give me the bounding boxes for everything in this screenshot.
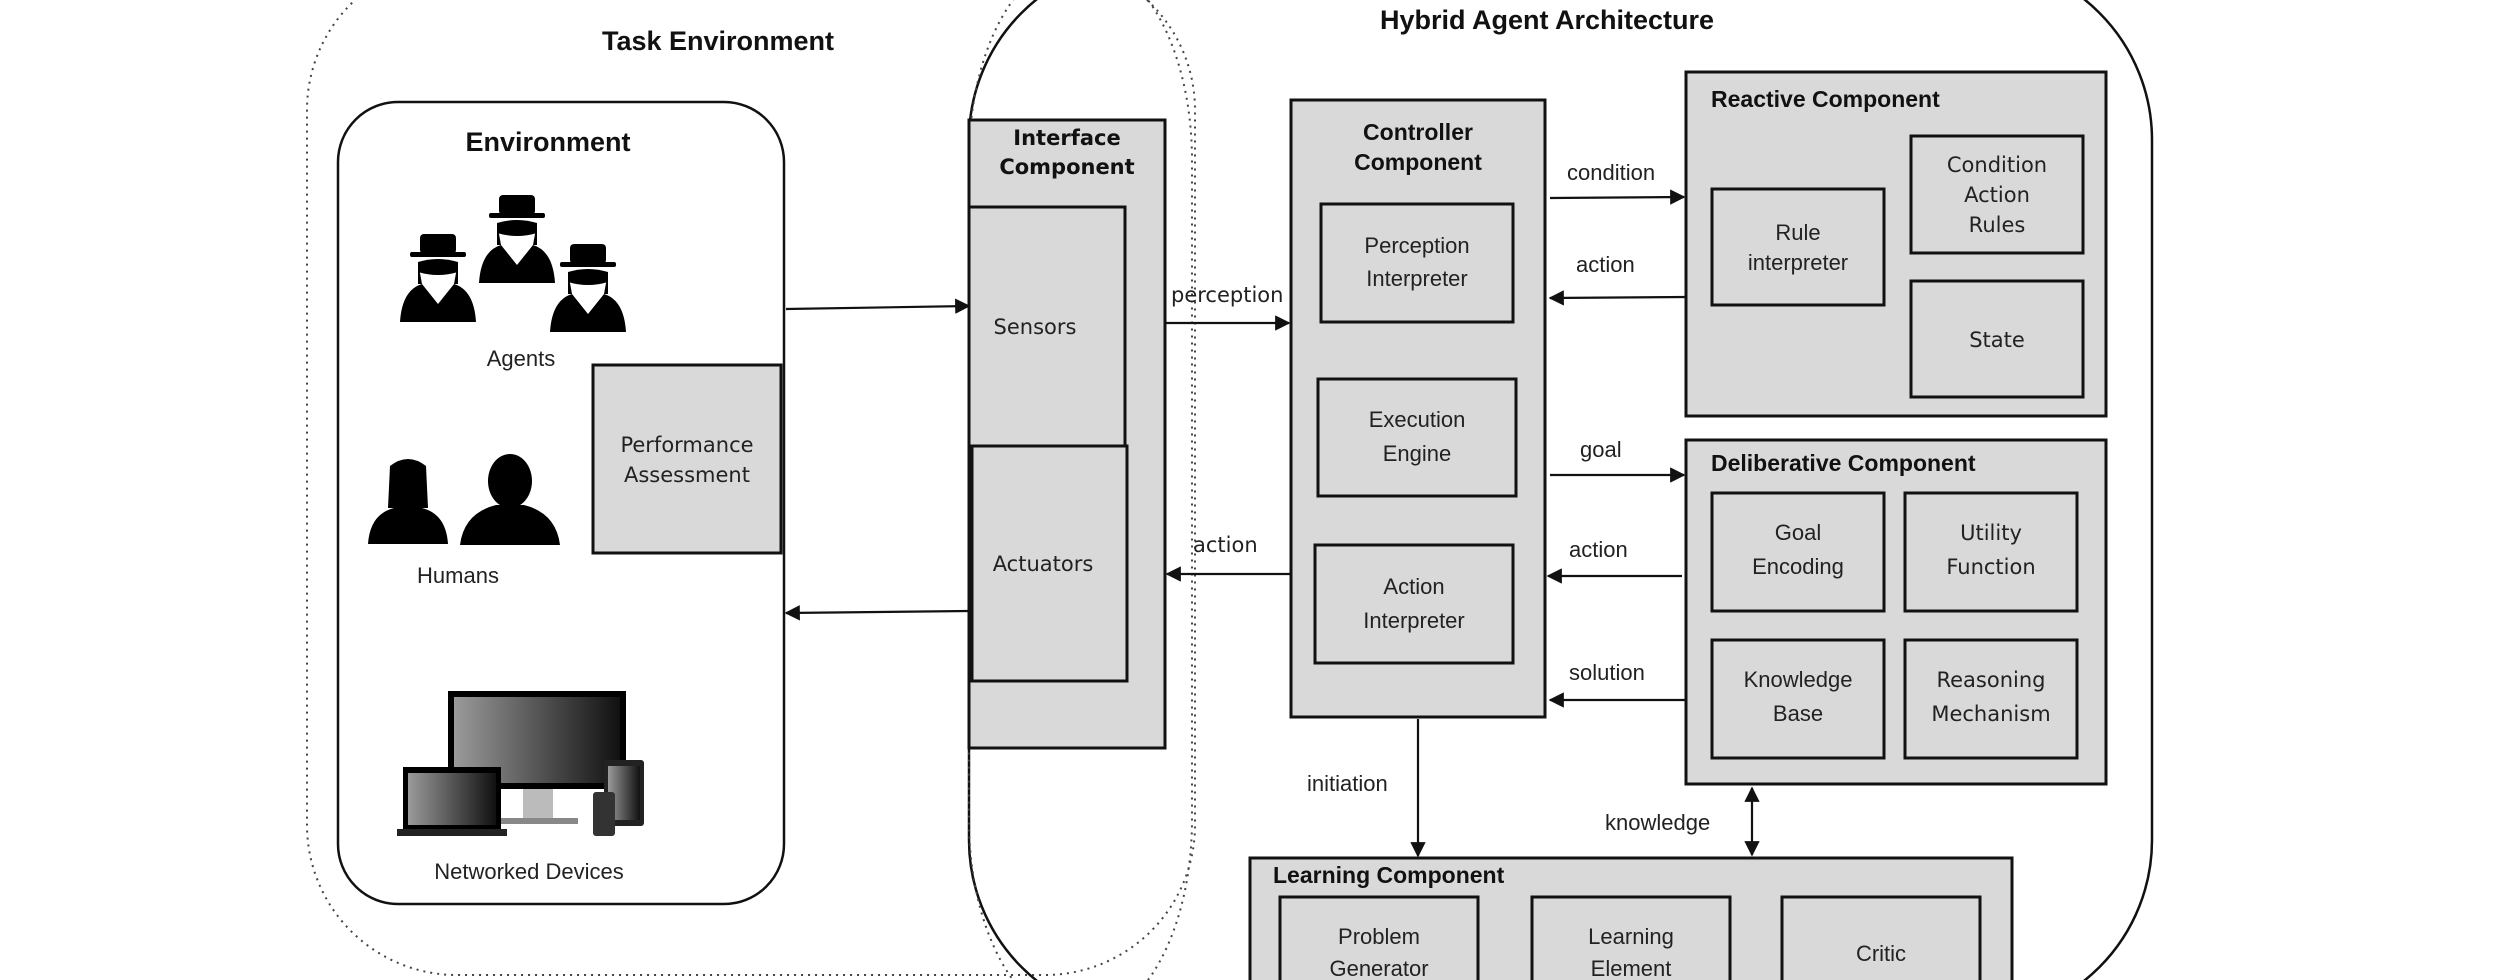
execution-engine-box[interactable]: Execution Engine: [1316, 377, 1518, 498]
condition-arrow: [1549, 189, 1686, 205]
goal-encoding-box[interactable]: Goal Encoding: [1710, 491, 1886, 613]
environment-title: Environment: [465, 127, 630, 157]
actuators-label: Actuators: [993, 552, 1094, 576]
condition-action-rules-line3: Rules: [1969, 213, 2026, 237]
knowledge-label: knowledge: [1605, 810, 1710, 835]
sensors-box[interactable]: Sensors: [967, 205, 1127, 448]
problem-generator-line1: Problem: [1338, 924, 1420, 949]
condition-action-rules-box[interactable]: Condition Action Rules: [1909, 134, 2085, 255]
utility-function-line1: Utility: [1960, 521, 2022, 545]
performance-assessment-box[interactable]: Performance Assessment: [591, 363, 783, 555]
hybrid-agent-title: Hybrid Agent Architecture: [1380, 5, 1714, 35]
action-interpreter-line2: Interpreter: [1363, 608, 1465, 633]
problem-generator-box[interactable]: Problem Generator: [1278, 895, 1480, 980]
critic-label: Critic: [1856, 941, 1906, 966]
action-interpreter-line1: Action: [1383, 574, 1444, 599]
environment-box: [336, 100, 786, 906]
action-from-reactive-label: action: [1576, 252, 1635, 277]
performance-assessment-line2: Assessment: [624, 463, 750, 487]
initiation-label: initiation: [1307, 771, 1388, 796]
action-from-deliberative-label: action: [1569, 537, 1628, 562]
state-box[interactable]: State: [1909, 279, 2085, 399]
action-interpreter-box[interactable]: Action Interpreter: [1313, 543, 1515, 665]
networked-devices-icon: [397, 691, 644, 836]
controller-title-line1: Controller: [1363, 119, 1473, 145]
utility-function-line2: Function: [1946, 555, 2035, 579]
perception-interpreter-line2: Interpreter: [1366, 266, 1468, 291]
actuators-box[interactable]: Actuators: [970, 444, 1129, 683]
knowledge-base-box[interactable]: Knowledge Base: [1710, 638, 1886, 760]
action-to-actuators-label: action: [1193, 533, 1258, 557]
perception-interpreter-box[interactable]: Perception Interpreter: [1319, 202, 1515, 324]
deliberative-title: Deliberative Component: [1711, 450, 1976, 476]
perception-interpreter-line1: Perception: [1364, 233, 1469, 258]
reasoning-mechanism-line2: Mechanism: [1931, 702, 2050, 726]
rule-interpreter-box[interactable]: Rule interpreter: [1710, 187, 1886, 307]
agents-label: Agents: [487, 346, 556, 371]
critic-box[interactable]: Critic: [1780, 895, 1982, 980]
spy-agents-icon: [400, 195, 626, 332]
rule-interpreter-line2: interpreter: [1748, 250, 1848, 275]
learning-element-box[interactable]: Learning Element: [1530, 895, 1732, 980]
condition-label: condition: [1567, 160, 1655, 185]
humans-icon: [368, 454, 560, 545]
actuators-to-environment-arrow: [784, 605, 970, 621]
humans-label: Humans: [417, 563, 499, 588]
perception-label: perception: [1171, 283, 1283, 307]
reasoning-mechanism-line1: Reasoning: [1936, 668, 2045, 692]
knowledge-base-line1: Knowledge: [1744, 667, 1853, 692]
solution-label: solution: [1569, 660, 1645, 685]
state-label: State: [1969, 328, 2025, 352]
problem-generator-line2: Generator: [1329, 956, 1428, 980]
environment-to-sensors-arrow: [785, 298, 971, 314]
execution-engine-line2: Engine: [1383, 441, 1452, 466]
interface-title-line1: Interface: [1013, 126, 1120, 150]
interface-boundary: [968, 0, 1193, 980]
execution-engine-line1: Execution: [1369, 407, 1466, 432]
condition-action-rules-line1: Condition: [1947, 153, 2047, 177]
task-environment-title: Task Environment: [602, 26, 834, 56]
learning-title: Learning Component: [1273, 862, 1505, 888]
goal-encoding-line2: Encoding: [1752, 554, 1844, 579]
controller-title-line2: Component: [1354, 149, 1482, 175]
goal-label: goal: [1580, 437, 1622, 462]
reactive-title: Reactive Component: [1711, 86, 1940, 112]
rule-interpreter-line1: Rule: [1775, 220, 1820, 245]
interface-title-line2: Component: [999, 155, 1134, 179]
performance-assessment-line1: Performance: [620, 433, 753, 457]
utility-function-box[interactable]: Utility Function: [1903, 491, 2079, 613]
learning-element-line1: Learning: [1588, 924, 1674, 949]
learning-element-line2: Element: [1591, 956, 1672, 980]
task-environment-boundary: [306, 0, 1196, 976]
condition-action-rules-line2: Action: [1964, 183, 2030, 207]
goal-encoding-line1: Goal: [1775, 520, 1821, 545]
sensors-label: Sensors: [994, 315, 1077, 339]
reasoning-mechanism-box[interactable]: Reasoning Mechanism: [1903, 638, 2079, 760]
networked-devices-label: Networked Devices: [434, 859, 624, 884]
action-from-reactive-arrow: [1548, 290, 1687, 306]
knowledge-base-line2: Base: [1773, 701, 1823, 726]
